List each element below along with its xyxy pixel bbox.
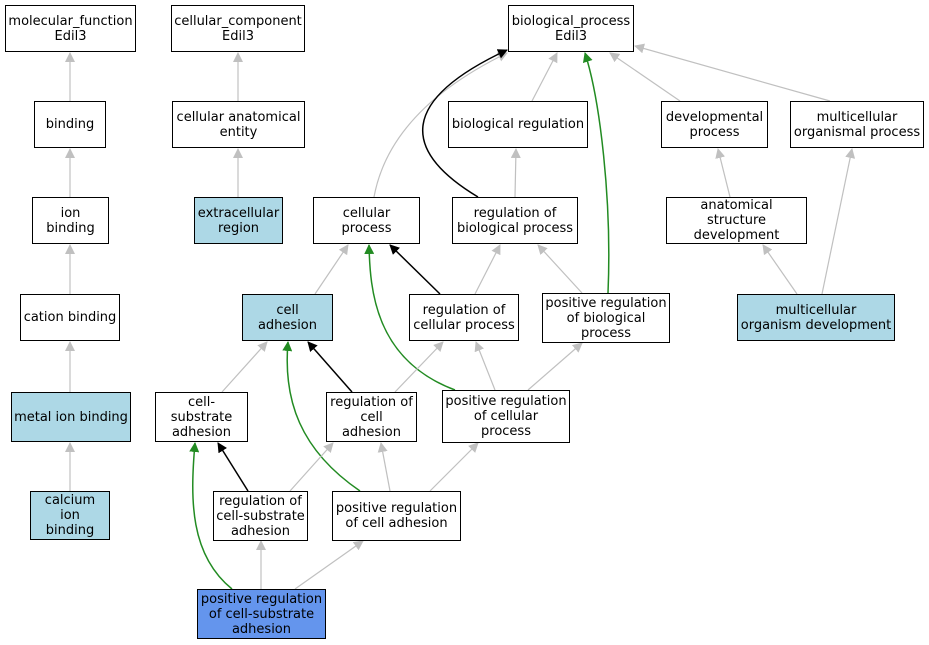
edge-rcsa-to-csa xyxy=(217,442,249,492)
node-molecular-function: molecular_function Edil3 xyxy=(5,5,136,52)
edge-prcsa-to-csa xyxy=(189,442,233,590)
node-calcium-ion-binding: calcium ion binding xyxy=(30,491,110,540)
edge-prbp-to-bp xyxy=(582,52,610,294)
node-positive-regulation-of-cell-adhesion: positive regulation of cell adhesion xyxy=(332,491,461,541)
edge-ca-to-cp xyxy=(314,244,349,295)
edge-prcp-to-rcp xyxy=(474,341,496,391)
edge-mop-to-bp xyxy=(634,43,831,102)
node-cation-binding: cation binding xyxy=(20,294,120,341)
edge-rca-to-ca xyxy=(307,341,353,393)
edge-prca-to-rca xyxy=(377,442,391,492)
node-positive-regulation-of-cellular-process: positive regulation of cellular process xyxy=(442,390,570,443)
node-binding: binding xyxy=(34,101,106,148)
node-cell-substrate-adhesion: cell-substrate adhesion xyxy=(155,392,248,442)
edge-prca-to-ca xyxy=(282,341,361,492)
node-biological-regulation: biological regulation xyxy=(448,101,588,148)
node-anatomical-structure-development: anatomical structure development xyxy=(666,197,807,244)
node-regulation-of-cellular-process: regulation of cellular process xyxy=(409,294,519,341)
edge-prcsa-to-prca xyxy=(294,540,364,590)
edge-prcp-to-prbp xyxy=(527,342,583,391)
node-cellular-component: cellular_component Edil3 xyxy=(171,5,305,52)
edge-rbp-to-breg xyxy=(510,148,521,198)
node-biological-process: biological_process Edil3 xyxy=(508,5,634,52)
edge-prca-to-prcp xyxy=(429,442,479,492)
node-cellular-anatomical-entity: cellular anatomical entity xyxy=(172,101,305,148)
node-cellular-process: cellular process xyxy=(313,197,420,244)
edge-rcsa-to-rca xyxy=(289,442,334,492)
node-multicellular-organismal-process: multicellular organismal process xyxy=(790,101,924,148)
node-positive-regulation-of-cell-substrate-adhesion: positive regulation of cell-substrate ad… xyxy=(197,589,326,639)
node-regulation-of-biological-process: regulation of biological process xyxy=(452,197,578,244)
edge-mod-to-asd xyxy=(762,244,798,295)
node-developmental-process: developmental process xyxy=(661,101,768,148)
node-extracellular-region: extracellular region xyxy=(194,197,283,244)
edge-prbp-to-rbp xyxy=(537,244,583,294)
node-positive-regulation-of-biological-process: positive regulation of biological proces… xyxy=(542,293,670,343)
edge-prcp-to-cp xyxy=(364,244,456,391)
edge-rbp-to-bp xyxy=(421,49,508,198)
edge-mod-to-mop xyxy=(821,148,856,295)
node-multicellular-organism-development: multicellular organism development xyxy=(737,294,895,341)
edge-breg-to-bp xyxy=(531,52,558,102)
node-metal-ion-binding: metal ion binding xyxy=(11,392,131,442)
node-cell-adhesion: cell adhesion xyxy=(242,294,333,341)
node-regulation-of-cell-adhesion: regulation of cell adhesion xyxy=(326,392,417,442)
edge-cp-to-bp xyxy=(373,52,508,198)
edge-asd-to-devp xyxy=(715,148,731,198)
node-ion-binding: ion binding xyxy=(32,197,109,244)
edge-rcp-to-rbp xyxy=(474,244,501,295)
edge-rcp-to-cp xyxy=(389,244,441,295)
edge-csa-to-ca xyxy=(221,341,268,393)
edge-rca-to-rcp xyxy=(394,341,444,393)
node-regulation-of-cell-substrate-adhesion: regulation of cell-substrate adhesion xyxy=(213,491,308,541)
edge-devp-to-bp xyxy=(609,52,681,102)
